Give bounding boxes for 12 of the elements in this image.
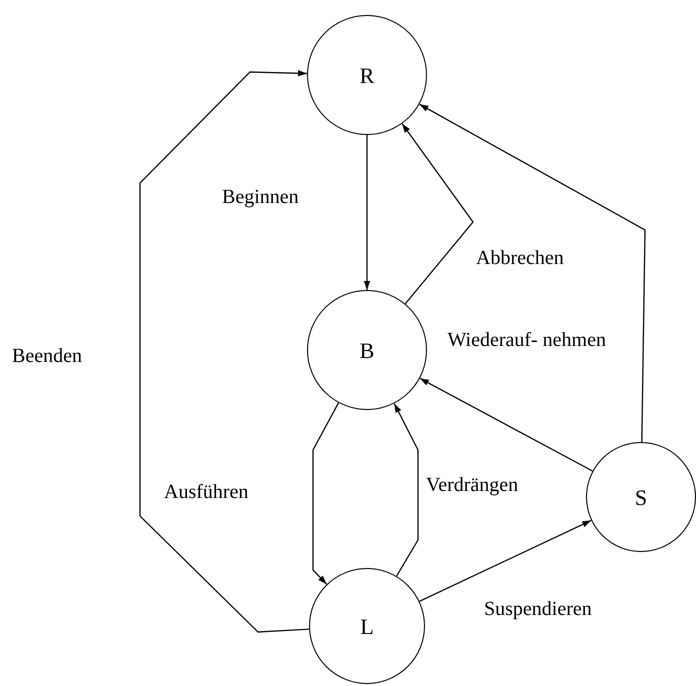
- arrow: [419, 104, 646, 442]
- arrow: [419, 520, 592, 602]
- arrow: [364, 135, 370, 290]
- arrow: [312, 402, 340, 585]
- arrow: [420, 378, 593, 472]
- arrow: [394, 403, 419, 576]
- arrow: [402, 123, 474, 304]
- state-label: S: [634, 484, 648, 512]
- state-label: R: [360, 62, 374, 90]
- state-label: B: [360, 336, 374, 364]
- arrow: [139, 70, 310, 633]
- state-label: L: [360, 612, 374, 640]
